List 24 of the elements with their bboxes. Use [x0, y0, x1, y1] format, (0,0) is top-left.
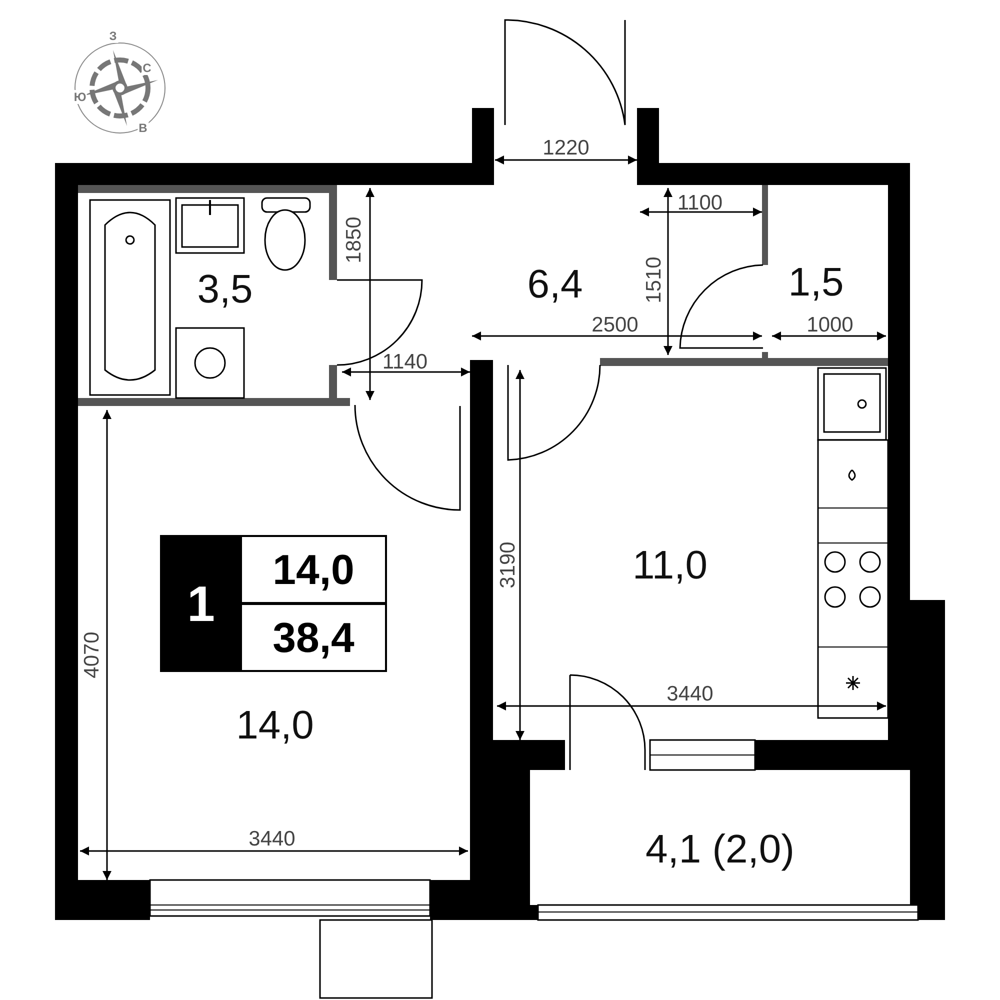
dimension-label: 1850 [344, 216, 364, 264]
dimension-label: 3440 [666, 684, 714, 704]
dimension-label: 1510 [644, 256, 664, 304]
area-label: 1,5 [788, 260, 844, 306]
living-area: 14,0 [241, 536, 386, 603]
dimension-label: 3440 [248, 828, 296, 850]
total-area: 38,4 [241, 604, 386, 671]
dimension-label: 1000 [806, 314, 854, 336]
area-label: 4,1 (2,0) [646, 828, 794, 872]
dimension-label: 3190 [498, 542, 518, 588]
compass-label: В [138, 121, 148, 135]
compass-label: С [142, 61, 152, 75]
dimension-label: 1100 [677, 192, 723, 214]
compass-label: З [108, 29, 118, 43]
dimension-label: 1220 [542, 138, 590, 158]
area-label: 3,5 [197, 268, 253, 312]
area-label: 14,0 [236, 704, 314, 748]
apartment-badge [160, 535, 387, 672]
dimension-label: 4070 [82, 632, 102, 678]
area-label: 11,0 [632, 544, 708, 588]
dimension-label: 1140 [382, 352, 428, 372]
dimension-label: 2500 [592, 314, 638, 336]
compass-label: Ю [72, 90, 88, 104]
area-label: 6,4 [527, 262, 583, 308]
